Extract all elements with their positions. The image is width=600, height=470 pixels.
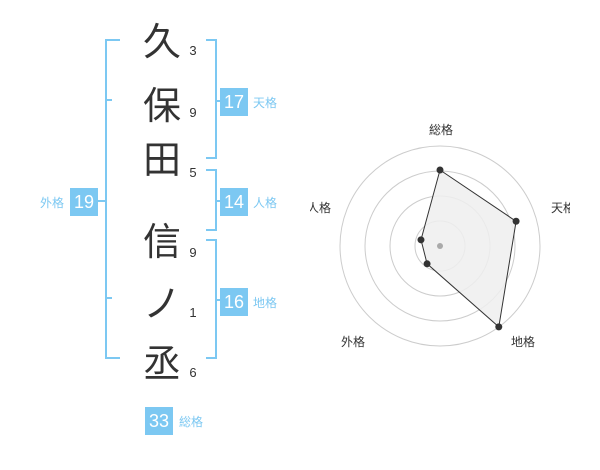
radar-chart: 総格 天格 地格 外格 人格: [310, 122, 570, 349]
radar-label-jinkaku: 人格: [310, 200, 331, 215]
stroke-count-5: 1: [189, 305, 197, 320]
chikaku-label: 地格: [253, 296, 278, 310]
stroke-count-3: 5: [189, 165, 197, 180]
name-char-4: 信: [142, 220, 181, 264]
tenkaku-badge: 17: [220, 88, 248, 116]
radar-label-chikaku: 地格: [511, 334, 535, 349]
name-char-6: 丞: [142, 342, 181, 386]
soukaku-badge: 33: [145, 407, 173, 435]
chikaku-badge: 16: [220, 288, 248, 316]
radar-point-gaikaku: [423, 260, 431, 268]
tenkaku-bracket: [206, 39, 217, 159]
radar-points: [417, 166, 520, 331]
tenkaku-label: 天格: [253, 96, 278, 110]
radar-center-dot: [437, 243, 443, 249]
gaikaku-bracket: [105, 39, 120, 359]
radar-label-tenkaku: 天格: [551, 200, 570, 215]
radar-label-soukaku: 総格: [429, 122, 453, 137]
stroke-count-2: 9: [189, 105, 197, 120]
jinkaku-badge: 14: [220, 188, 248, 216]
gaikaku-label: 外格: [40, 196, 65, 210]
name-char-3: 田: [142, 138, 181, 182]
stroke-count-6: 6: [189, 365, 197, 380]
chikaku-bracket: [206, 239, 217, 359]
radar-value-polygon: [420, 169, 517, 328]
name-char-5: ノ: [142, 282, 181, 326]
gaikaku-badge: 19: [70, 188, 98, 216]
name-char-2: 保: [142, 84, 181, 128]
stroke-count-1: 3: [189, 43, 197, 58]
jinkaku-label: 人格: [253, 196, 278, 210]
name-char-1: 久: [142, 20, 181, 64]
radar-ring: [339, 145, 541, 347]
radar-point-tenkaku: [512, 217, 520, 225]
radar-point-chikaku: [495, 323, 503, 331]
radar-label-gaikaku: 外格: [341, 334, 365, 349]
soukaku-label: 総格: [179, 415, 204, 429]
jinkaku-bracket: [206, 169, 217, 231]
radar-point-soukaku: [436, 166, 444, 174]
stroke-count-4: 9: [189, 245, 197, 260]
radar-point-jinkaku: [417, 236, 425, 244]
